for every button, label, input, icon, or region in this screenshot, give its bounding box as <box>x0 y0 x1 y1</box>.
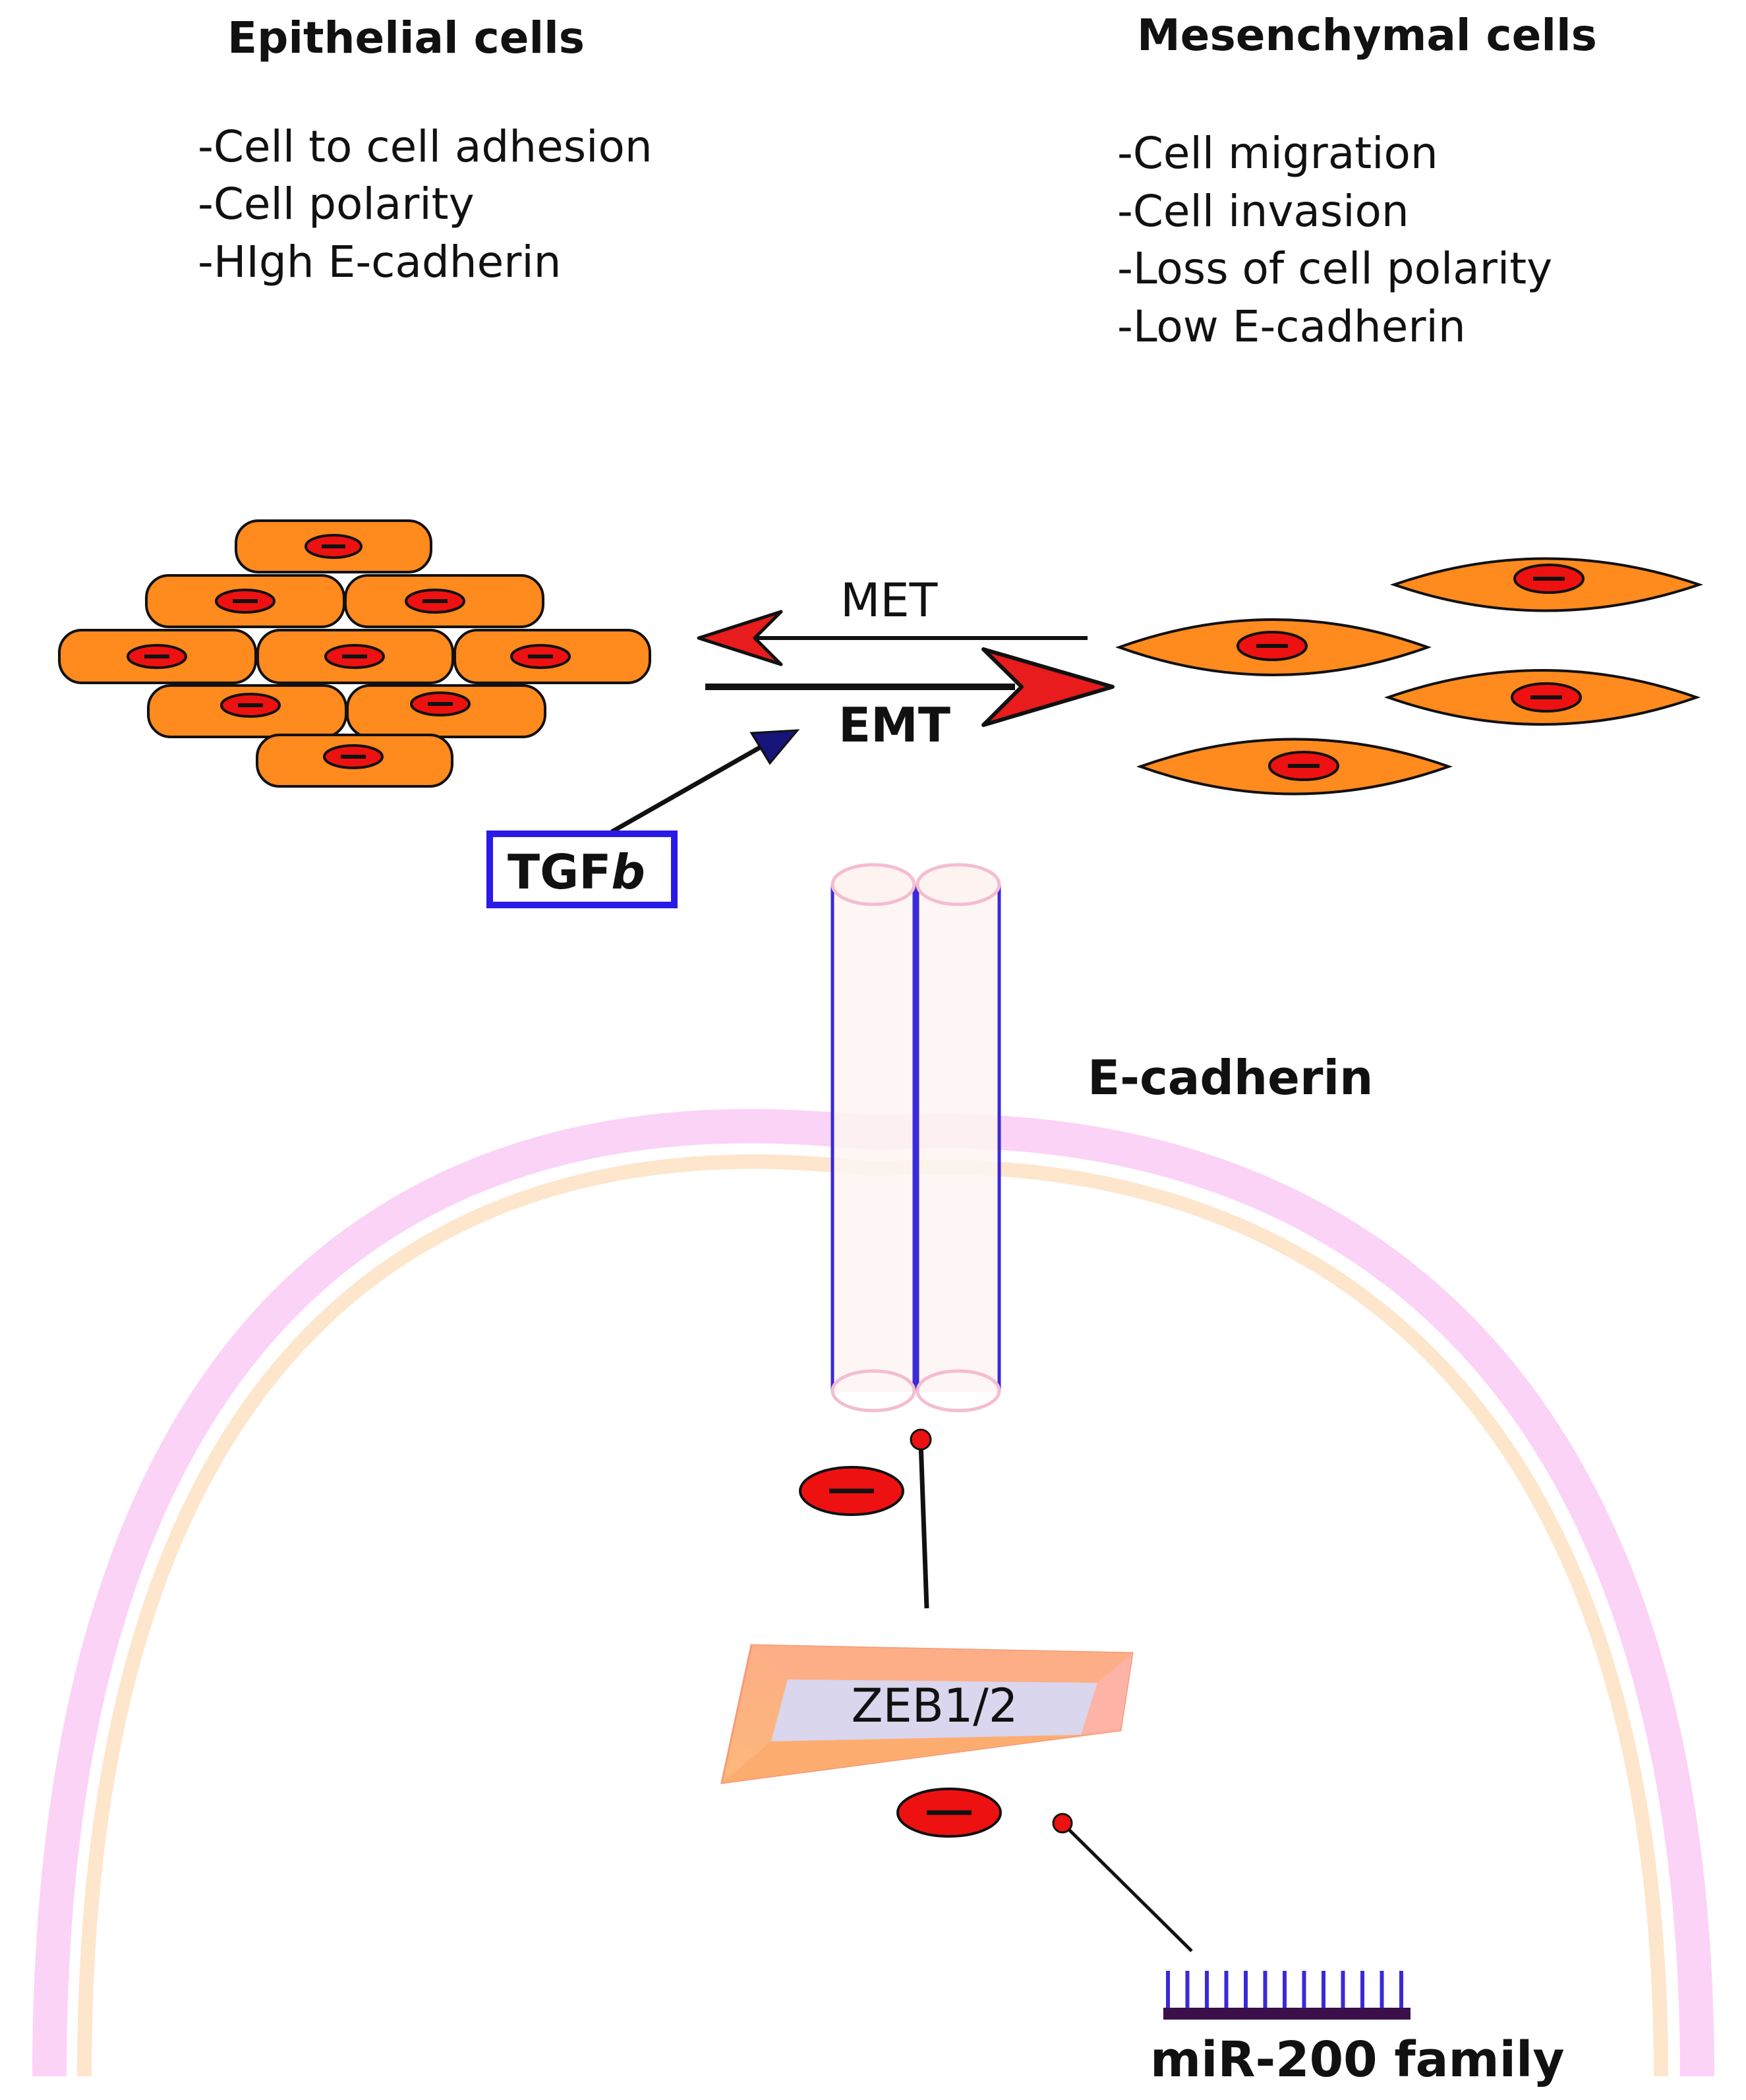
epithelial-title: Epithelial cells <box>227 13 585 63</box>
epithelial-cell <box>344 574 544 628</box>
epithelial-cell <box>145 574 345 628</box>
epithelial-cell <box>256 629 454 684</box>
epithelial-cell <box>453 629 651 684</box>
met-arrow <box>697 610 1088 666</box>
mesenchymal-cell <box>1115 618 1432 676</box>
emt-label: EMT <box>838 697 950 753</box>
zeb-block: ZEB1/2 <box>720 1644 1134 1784</box>
epithelial-property: -HIgh E-cadherin <box>198 237 562 287</box>
e-cadherin-receptor <box>830 863 1001 1413</box>
tgf-activation-arrow <box>610 729 800 834</box>
inhibition-zeb-ecadherin <box>910 1428 932 1609</box>
epithelial-property: -Cell to cell adhesion <box>198 121 653 172</box>
mesenchymal-cell <box>1136 738 1453 796</box>
tgf-label: TGFb <box>508 844 645 900</box>
mesenchymal-cell <box>1383 669 1701 726</box>
mir-200-label: miR-200 family <box>1150 2031 1565 2088</box>
mir-200-comb <box>1163 1971 1411 2020</box>
met-label: MET <box>840 573 938 627</box>
epithelial-cell <box>235 519 432 573</box>
mesenchymal-property: -Cell migration <box>1117 128 1438 179</box>
epithelial-panel: Epithelial cells -Cell to cell adhesion … <box>198 13 653 287</box>
epithelial-property: -Cell polarity <box>198 179 475 229</box>
receptor-cylinder <box>916 863 1001 1413</box>
mesenchymal-cell-group <box>1115 557 1704 796</box>
inhibition-mir-zeb <box>1052 1813 1193 1952</box>
tgf-box: TGFb <box>486 831 678 908</box>
epithelial-cell-cluster <box>58 519 651 788</box>
mesenchymal-title: Mesenchymal cells <box>1137 10 1597 61</box>
repression-symbol <box>896 1788 1002 1838</box>
receptor-cylinder <box>830 863 916 1413</box>
e-cadherin-label: E-cadherin <box>1088 1050 1373 1105</box>
mesenchymal-property: -Cell invasion <box>1117 186 1409 237</box>
epithelial-cell <box>346 684 546 738</box>
mesenchymal-cell <box>1389 557 1704 612</box>
emt-arrow <box>705 647 1115 727</box>
epithelial-cell <box>147 684 347 738</box>
repression-symbol <box>799 1466 904 1516</box>
epithelial-cell <box>256 734 453 788</box>
epithelial-cell <box>58 629 257 684</box>
mesenchymal-property: -Low E-cadherin <box>1117 301 1466 352</box>
tgf-suffix: b <box>611 844 645 900</box>
mesenchymal-property: -Loss of cell polarity <box>1117 243 1552 294</box>
zeb-label: ZEB1/2 <box>852 1679 1018 1733</box>
mesenchymal-panel: Mesenchymal cells -Cell migration -Cell … <box>1117 10 1597 352</box>
